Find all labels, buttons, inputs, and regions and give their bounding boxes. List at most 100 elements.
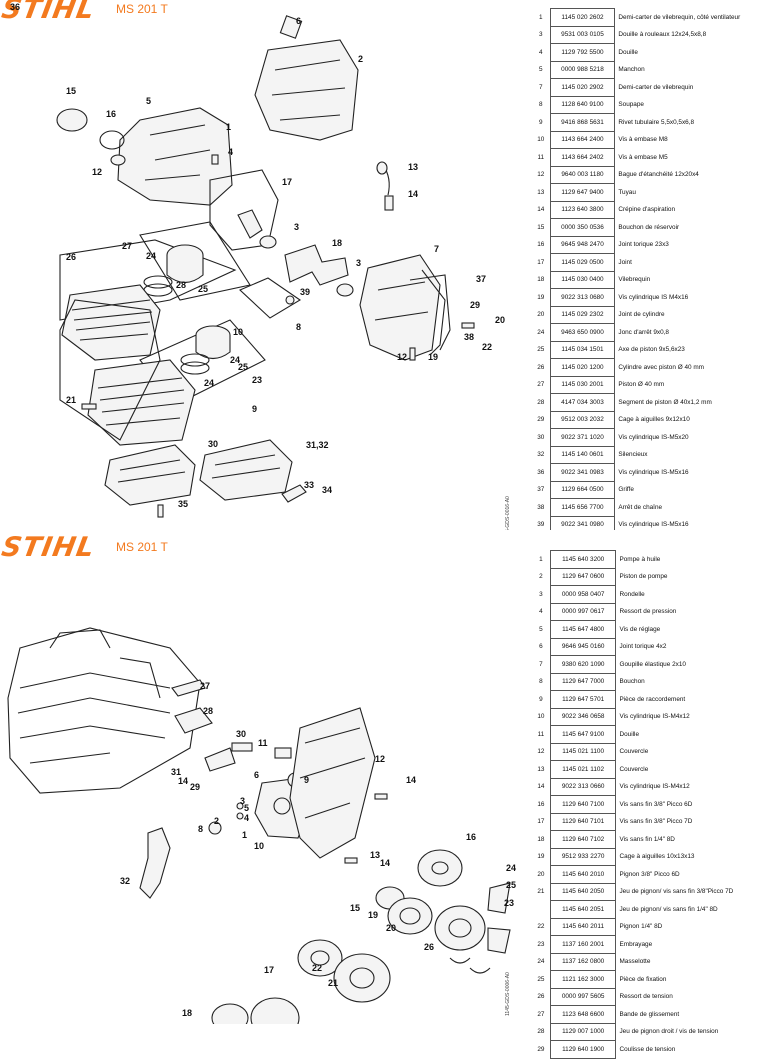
cylinder-lower-drawing — [87, 359, 196, 446]
part-number: 9512 933 2270 — [549, 847, 617, 866]
part-callout: 2 — [358, 54, 363, 64]
tension-slide-drawing — [139, 827, 171, 899]
part-callout: 3 — [240, 796, 245, 806]
part-callout: 19 — [368, 910, 378, 920]
part-index: 14 — [537, 783, 545, 791]
part-description: Rivet tubulaire 5,5x0,5x6,8 — [618, 118, 695, 126]
part-index: 27 — [537, 381, 545, 389]
part-description: Vis à embase M8 — [618, 136, 668, 144]
part-callout: 18 — [332, 238, 342, 248]
part-description: Demi-carter de vilebrequin, côté ventila… — [618, 13, 741, 21]
part-index: 19 — [537, 853, 545, 861]
side-cover-drawing — [289, 707, 376, 859]
part-number: 1143 664 2402 — [549, 148, 616, 167]
part-description: Goupille élastique 2x10 — [619, 660, 686, 668]
part-description: Vis cylindrique IS-M4x12 — [619, 783, 690, 791]
part-description: Vis cylindrique IS M4x16 — [618, 293, 689, 301]
part-index: 3 — [539, 590, 543, 598]
part-number: 1145 029 2302 — [549, 305, 616, 324]
part-callout: 4 — [228, 147, 233, 157]
part-number: 1137 162 0800 — [549, 952, 617, 971]
part-number: 9022 313 0680 — [549, 288, 616, 307]
part-index: 3 — [539, 31, 543, 39]
part-index: 36 — [537, 468, 545, 476]
part-description: Vis cylindrique IS-M5x16 — [618, 521, 689, 529]
part-callout: 14 — [406, 775, 416, 785]
part-callout: 21 — [328, 978, 338, 988]
part-index: 10 — [537, 136, 545, 144]
part-callout: 12 — [92, 167, 102, 177]
part-description: Joint torique 23x3 — [618, 241, 669, 249]
side-note: 1145-GDS-0006-A0 — [505, 972, 511, 1016]
part-description: Jeu de pignon/ vis sans fin 1/4" 8D — [619, 905, 718, 913]
part-callout: 14 — [178, 776, 188, 786]
part-index: 8 — [539, 678, 543, 686]
part-description: Crépine d'aspiration — [618, 206, 676, 214]
part-number: 9022 341 0983 — [549, 463, 616, 482]
part-index: 29 — [537, 416, 545, 424]
parts-page-1: STIHL MS 201 T — [0, 0, 768, 552]
part-callout: 32 — [120, 876, 130, 886]
part-index: 6 — [539, 643, 543, 651]
part-callout: 38 — [464, 332, 474, 342]
part-callout: 12 — [375, 754, 385, 764]
part-description: Douille à rouleaux 12x24,5x8,8 — [618, 31, 707, 39]
part-callout: 35 — [178, 499, 188, 509]
part-number: 0000 988 5218 — [549, 60, 616, 79]
part-number: 1129 792 5500 — [549, 43, 616, 62]
part-index: 28 — [537, 1028, 545, 1036]
cylinder-upper-drawing — [61, 284, 161, 361]
part-number: 1129 640 1900 — [549, 1040, 617, 1059]
part-description: Griffe — [618, 486, 634, 494]
part-description: Rondelle — [619, 590, 645, 598]
part-callout: 15 — [66, 86, 76, 96]
part-index: 38 — [537, 503, 545, 511]
part-description: Vis sans fin 3/8" Picco 7D — [619, 818, 693, 826]
part-number: 1145 020 1200 — [549, 358, 616, 377]
tank-cap-drawing — [56, 108, 88, 132]
part-callout: 10 — [233, 327, 243, 337]
part-description: Douille — [618, 48, 638, 56]
part-callout: 24 — [204, 378, 214, 388]
part-number: 1145 034 1501 — [549, 340, 616, 359]
part-callout: 5 — [244, 803, 249, 813]
part-number: 1129 647 7000 — [549, 672, 617, 691]
part-callout: 14 — [408, 189, 418, 199]
part-callout: 26 — [424, 942, 434, 952]
part-callout: 8 — [296, 322, 301, 332]
part-index: 14 — [537, 206, 545, 214]
part-description: Cylindre avec piston Ø 40 mm — [618, 363, 704, 371]
part-description: Vis de réglage — [619, 625, 661, 633]
part-callout: 29 — [190, 782, 200, 792]
part-number: 1145 656 7700 — [549, 498, 616, 517]
part-callout: 21 — [66, 395, 76, 405]
part-callout: 6 — [296, 16, 301, 26]
part-index: 12 — [537, 171, 545, 179]
part-callout: 17 — [264, 965, 274, 975]
part-index: 16 — [537, 241, 545, 249]
part-description: Couvercle — [619, 748, 649, 756]
part-number: 9640 003 1180 — [549, 165, 616, 184]
part-index: 7 — [539, 83, 543, 91]
part-number: 1129 640 7101 — [549, 812, 617, 831]
part-callout: 25 — [238, 362, 248, 372]
part-description: Silencieux — [618, 451, 648, 459]
